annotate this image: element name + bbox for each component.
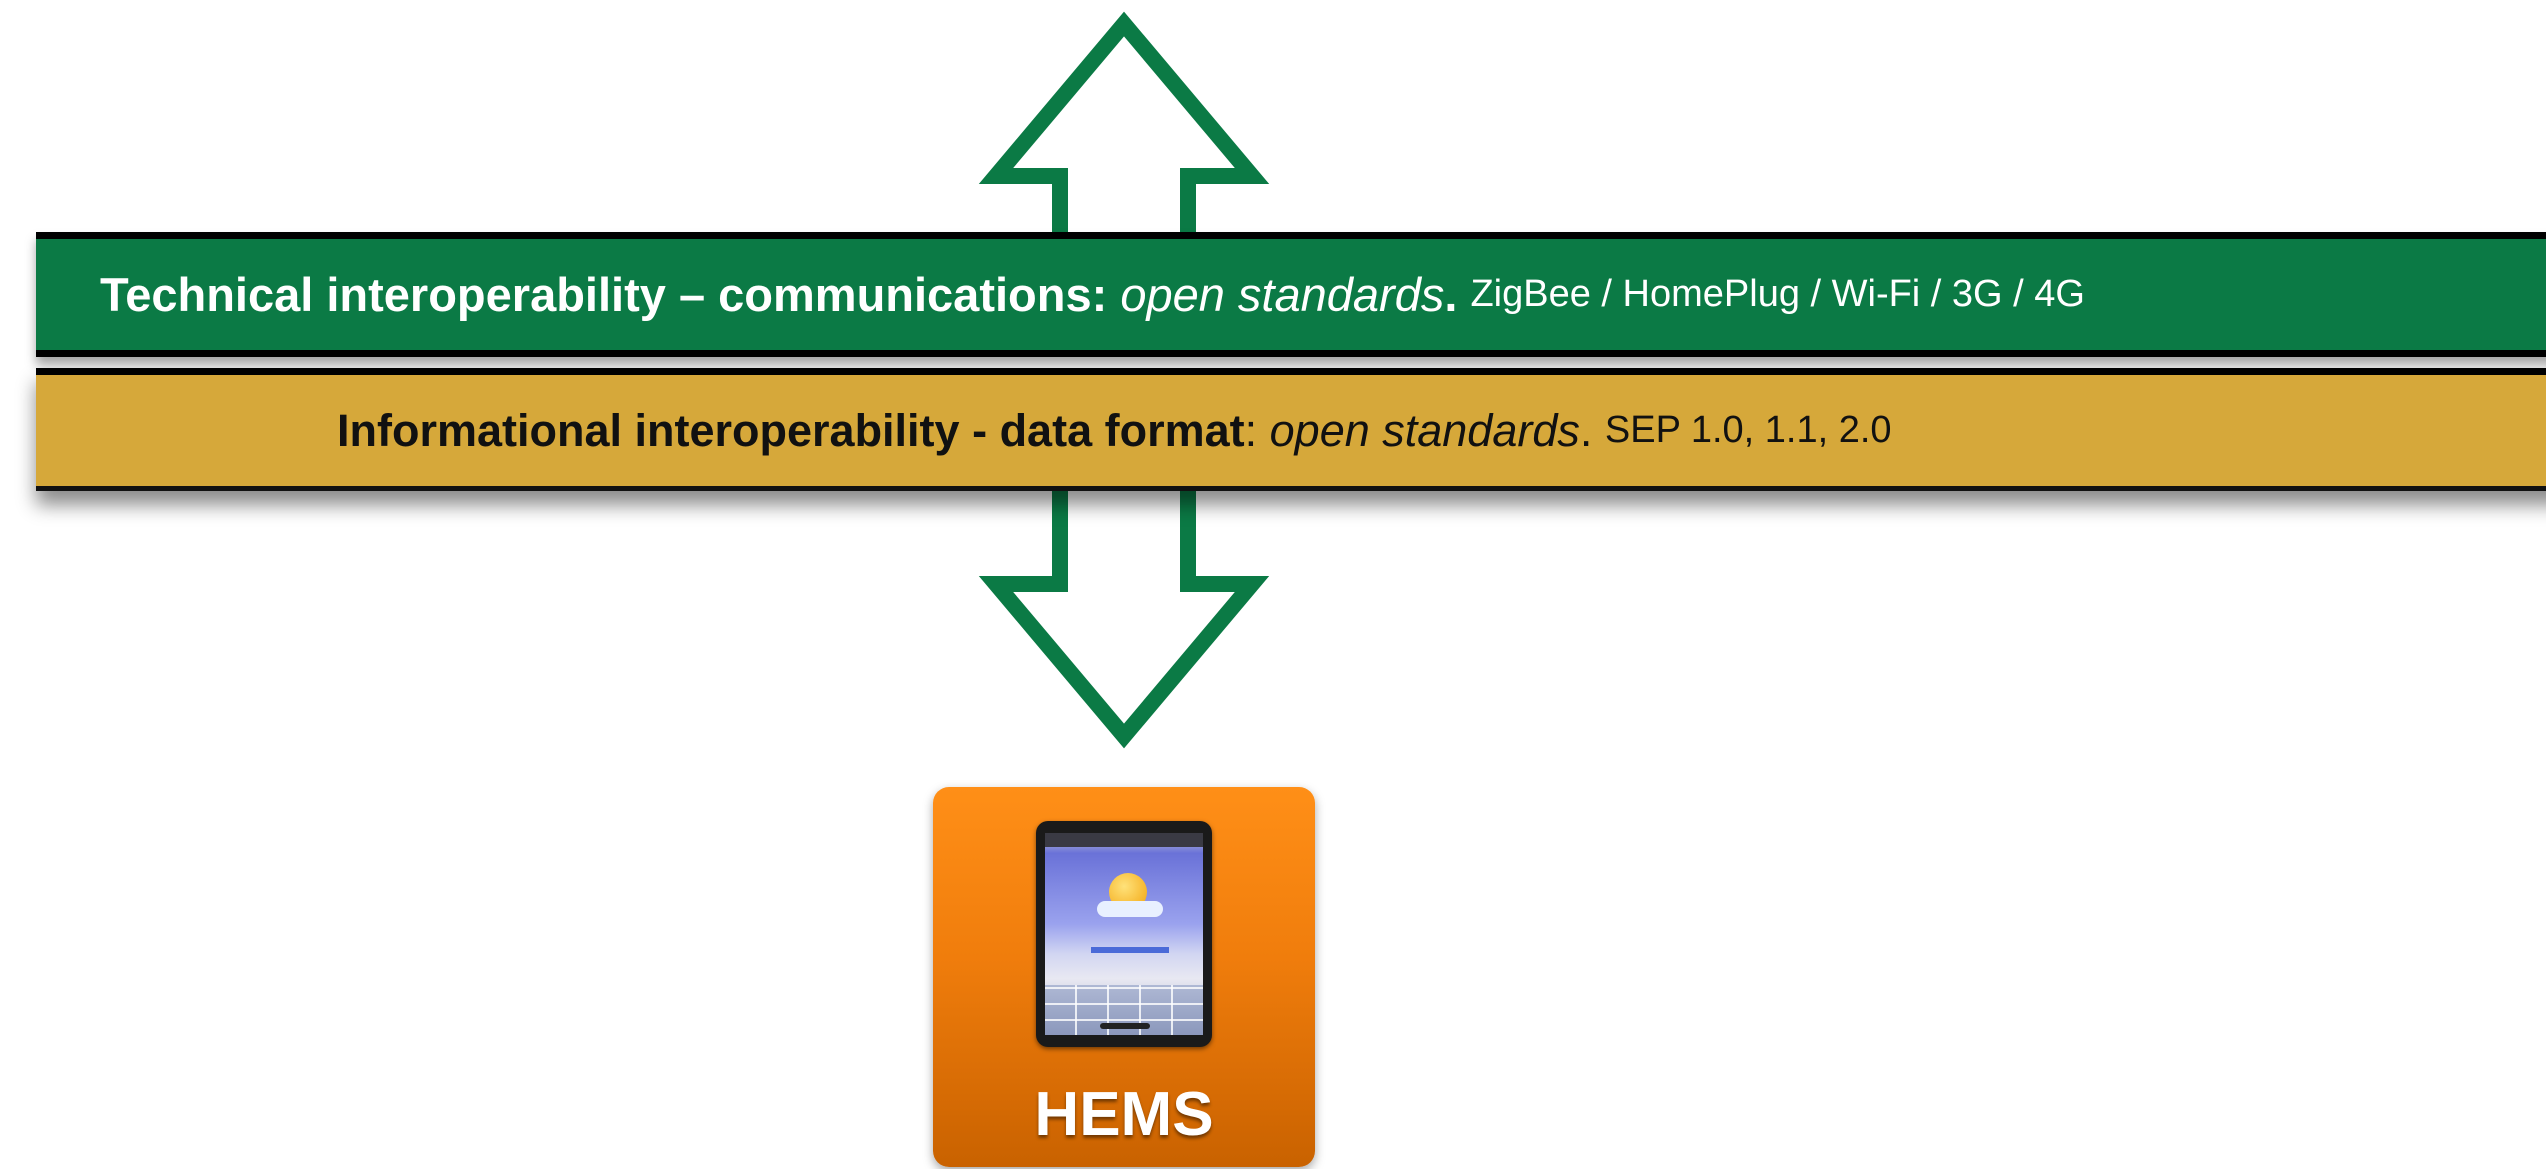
technical-band-title: Technical interoperability – communicati… — [100, 268, 1108, 321]
technical-band-detail: ZigBee / HomePlug / Wi-Fi / 3G / 4G — [1470, 273, 2085, 315]
cloud-icon — [1097, 901, 1163, 917]
tablet-icon — [1036, 821, 1212, 1047]
hems-box: HEMS — [933, 787, 1315, 1167]
screen-dock — [1100, 1023, 1150, 1029]
tablet-screen — [1045, 833, 1203, 1035]
up-arrow-icon — [978, 11, 1270, 248]
technical-band-period: . — [1444, 268, 1458, 321]
screen-status-bar — [1045, 833, 1203, 847]
informational-band-title: Informational interoperability - data fo… — [337, 404, 1245, 456]
informational-band-period: . — [1579, 404, 1593, 456]
down-arrow-icon — [978, 472, 1270, 749]
informational-band-colon: : — [1244, 404, 1258, 456]
informational-interoperability-band: Informational interoperability - data fo… — [36, 368, 2546, 491]
informational-band-emphasis: open standards — [1269, 404, 1580, 456]
screen-slider — [1091, 947, 1169, 953]
informational-band-detail: SEP 1.0, 1.1, 2.0 — [1604, 409, 1892, 451]
technical-interoperability-band: Technical interoperability – communicati… — [36, 232, 2546, 357]
hems-label: HEMS — [1034, 1080, 1214, 1149]
technical-band-emphasis: open standards — [1120, 268, 1445, 321]
